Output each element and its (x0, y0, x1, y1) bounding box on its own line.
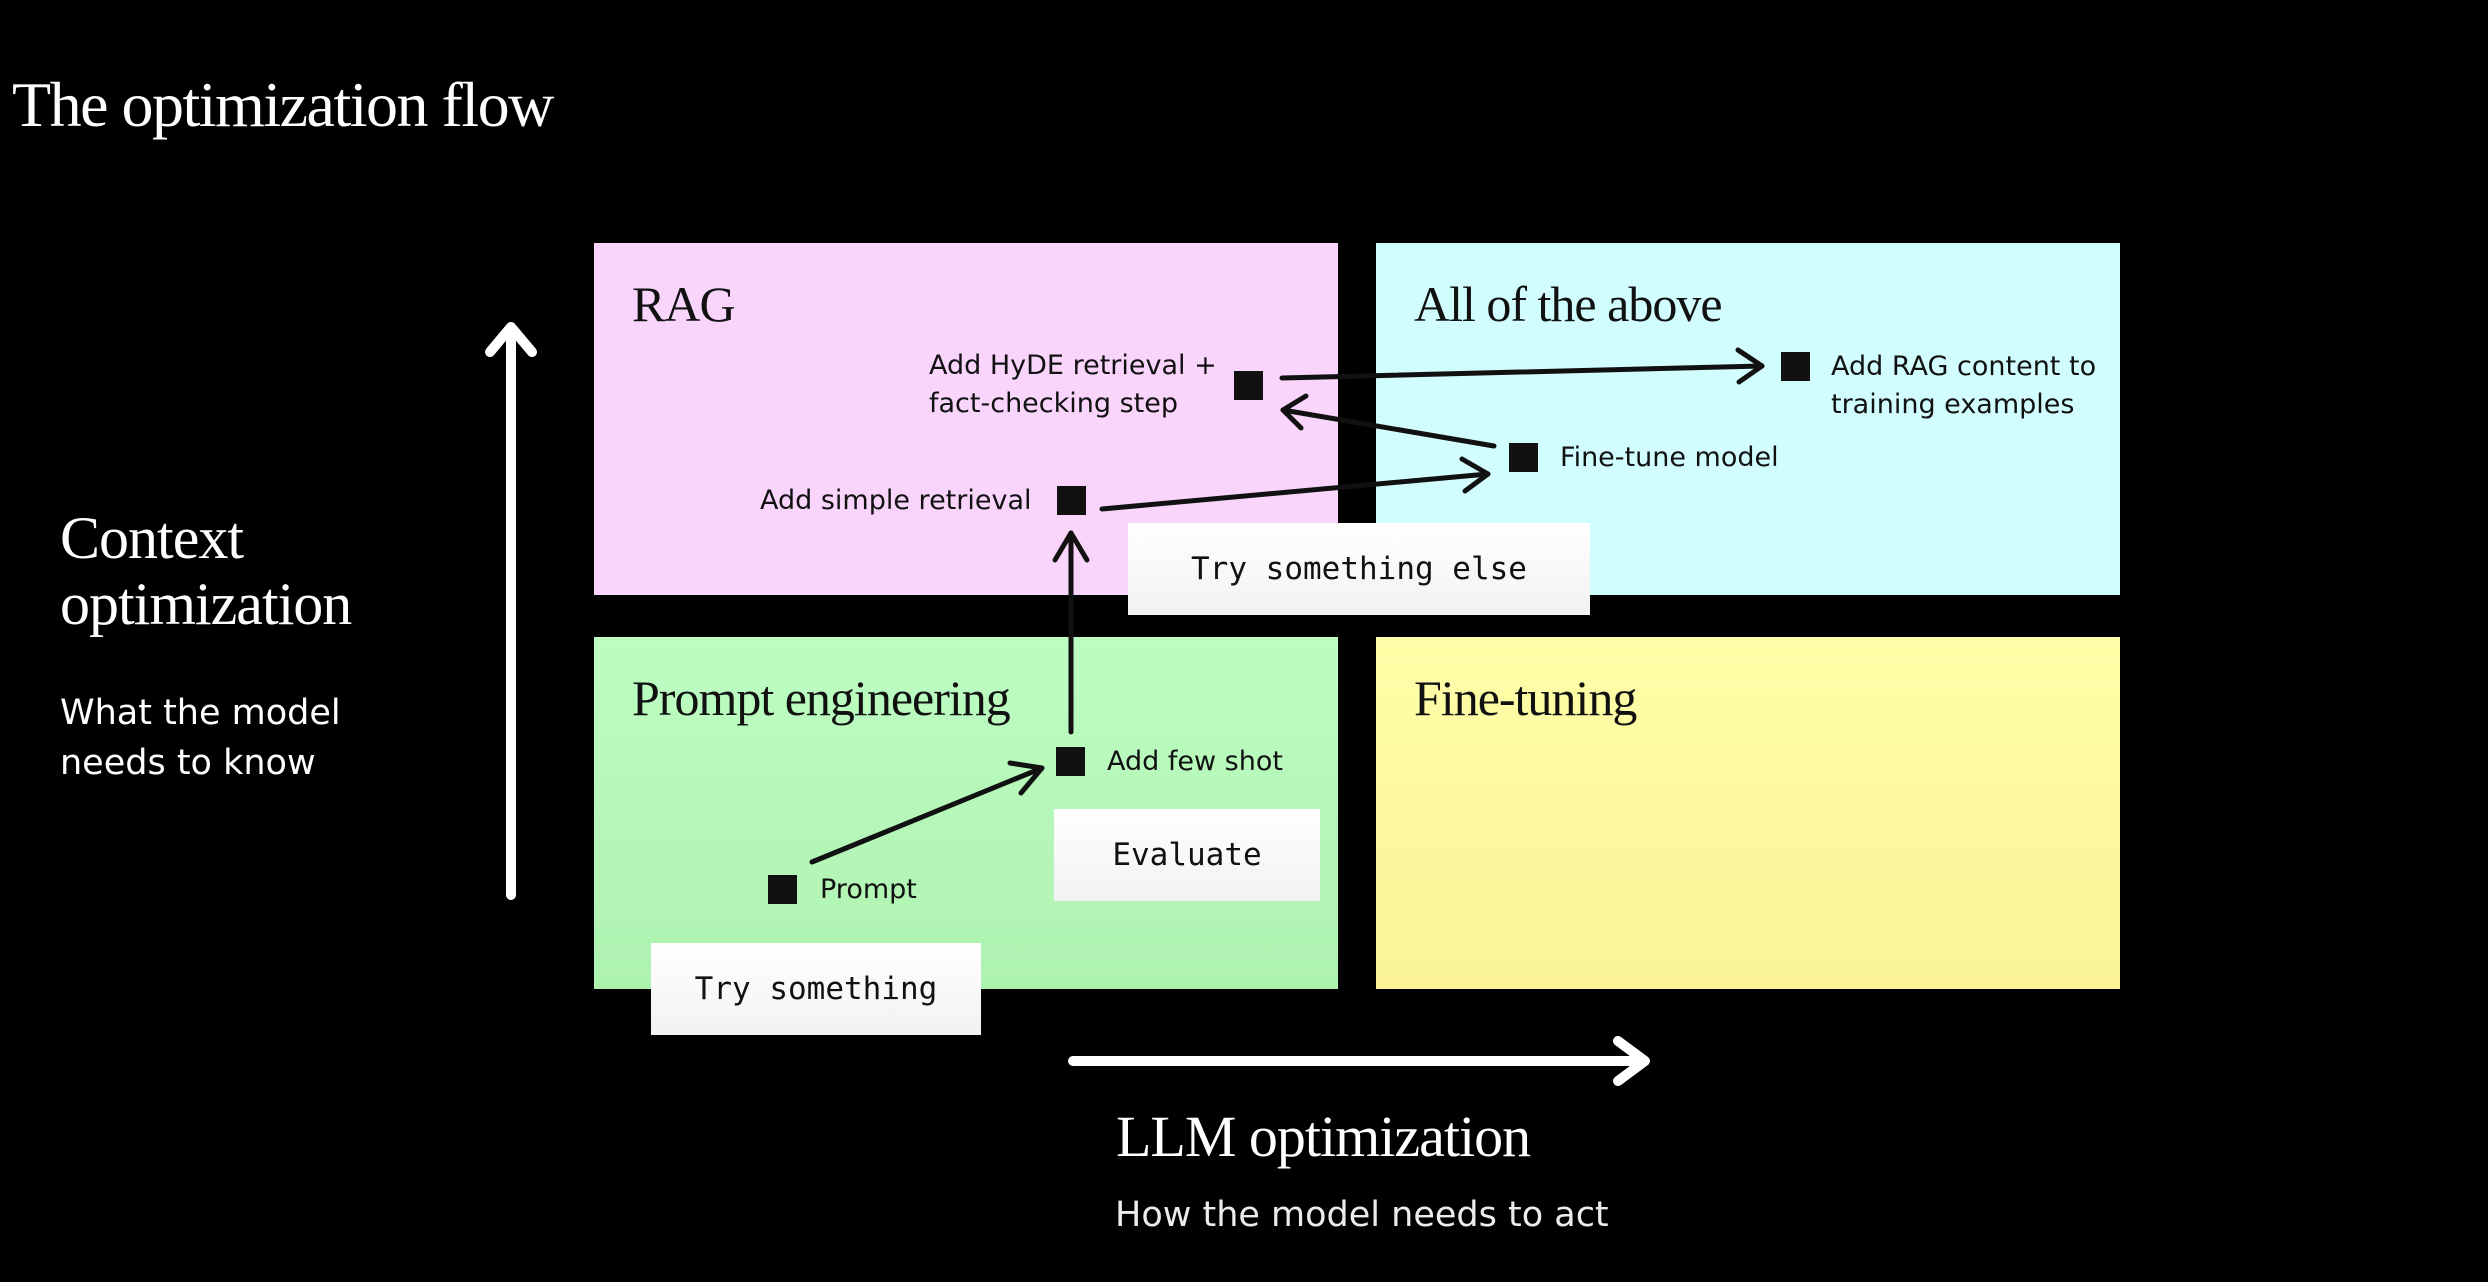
quadrant-title-rag: RAG (632, 276, 736, 332)
node-simple-retrieval (1057, 486, 1086, 515)
node-label-simple-retrieval: Add simple retrieval (760, 485, 1032, 516)
node-few-shot (1056, 747, 1085, 776)
try-something-text: Try something (694, 971, 938, 1007)
node-hyde (1234, 371, 1263, 400)
quadrant-title-prompt-engineering: Prompt engineering (632, 670, 1011, 726)
page-title: The optimization flow (12, 69, 554, 140)
y-axis-title-line1: Context (60, 505, 244, 571)
node-prompt (768, 875, 797, 904)
node-label-rag-content-line1: Add RAG content to (1831, 351, 2097, 382)
evaluate-text: Evaluate (1112, 837, 1262, 873)
x-axis-arrowhead (1613, 1036, 1650, 1086)
node-label-hyde-line1: Add HyDE retrieval + (929, 350, 1217, 381)
node-rag-content (1781, 352, 1810, 381)
y-axis-title-line2: optimization (60, 571, 352, 637)
quadrant-rag: RAG (594, 243, 1338, 595)
y-axis-subtitle-line1: What the model (60, 693, 341, 733)
node-label-prompt: Prompt (820, 874, 917, 905)
node-label-few-shot: Add few shot (1107, 746, 1283, 777)
y-axis-subtitle: What the model needs to know (60, 688, 420, 788)
try-something-else-label: Try something else (1128, 523, 1590, 615)
y-axis-arrowhead (485, 322, 537, 357)
quadrant-title-fine-tuning: Fine-tuning (1414, 670, 1637, 726)
y-axis-title: Context optimization (60, 505, 352, 637)
quadrant-title-all-of-the-above: All of the above (1414, 276, 1723, 332)
node-finetune (1509, 443, 1538, 472)
quadrant-fine-tuning: Fine-tuning (1376, 637, 2120, 989)
x-axis-title: LLM optimization (1116, 1104, 1531, 1169)
x-axis-subtitle: How the model needs to act (1115, 1195, 1609, 1235)
try-something-label: Try something (651, 943, 981, 1035)
evaluate-label: Evaluate (1054, 809, 1320, 901)
node-label-finetune: Fine-tune model (1560, 442, 1779, 473)
try-something-else-text: Try something else (1191, 551, 1527, 587)
node-label-hyde-line2: fact-checking step (929, 388, 1179, 419)
y-axis-subtitle-line2: needs to know (60, 743, 316, 783)
node-label-rag-content-line2: training examples (1831, 389, 2075, 420)
